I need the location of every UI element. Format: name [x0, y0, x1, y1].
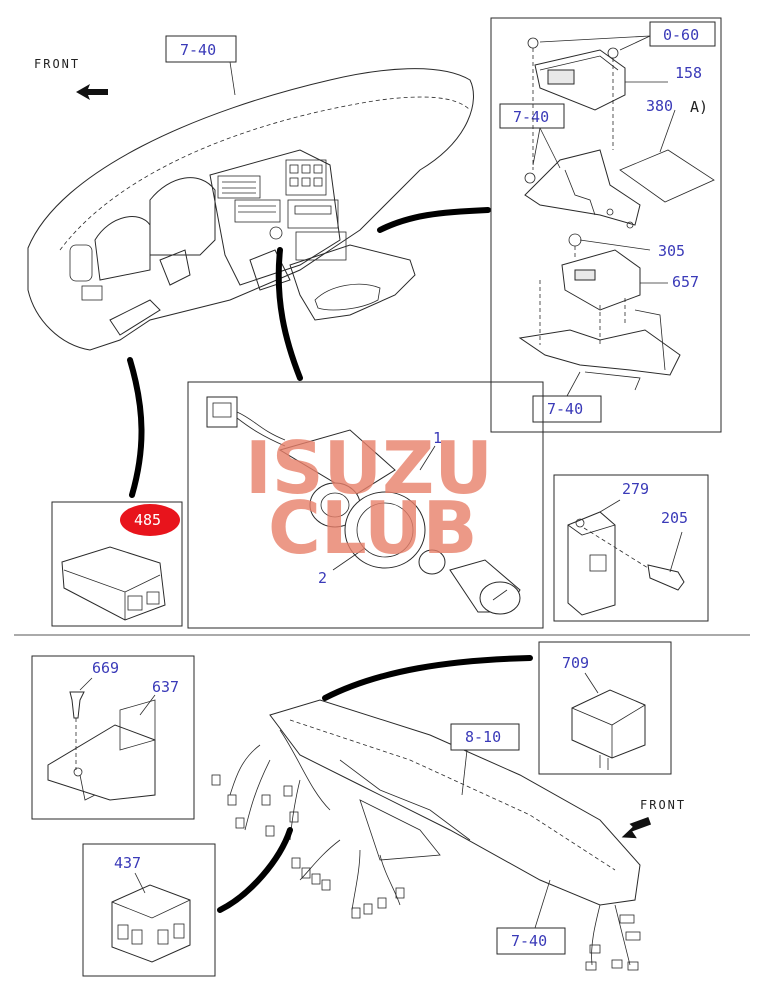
front-label-2: FRONT — [640, 798, 686, 812]
part-380-note: A) — [690, 98, 708, 116]
part-1-label: 1 — [433, 429, 442, 447]
ref-lower-bracket-label: 7-40 — [547, 400, 583, 418]
bracket-637-panel — [31, 655, 195, 820]
part-637-label: 637 — [152, 678, 179, 696]
part-279-label: 279 — [622, 480, 649, 498]
ref-dash-label: 7-40 — [180, 41, 216, 59]
part-2-label: 2 — [318, 569, 327, 587]
part-437-label: 437 — [114, 854, 141, 872]
instrument-panel-drawing — [27, 68, 474, 351]
connector-437-panel — [82, 843, 216, 977]
part-380-label: 380 — [646, 97, 673, 115]
part-205-label: 205 — [661, 509, 688, 527]
part-485-label: 485 — [134, 511, 161, 529]
watermark-line2: CLUB — [268, 486, 478, 570]
lighter-panel — [187, 381, 544, 629]
part-305-label: 305 — [658, 242, 685, 260]
part-657-label: 657 — [672, 273, 699, 291]
watermark-line1: ISUZU — [245, 426, 493, 510]
part-279-panel — [553, 474, 709, 622]
front-arrow-icon — [76, 84, 108, 100]
ref-0-60-label: 0-60 — [663, 26, 699, 44]
ref-harness-b-label: 7-40 — [511, 932, 547, 950]
ref-bracket-label: 7-40 — [513, 108, 549, 126]
front-label: FRONT — [34, 57, 80, 71]
part-485-panel — [51, 501, 183, 627]
relay-709-panel — [538, 641, 672, 775]
part-709-label: 709 — [562, 654, 589, 672]
control-unit-panel — [490, 17, 722, 433]
part-158-label: 158 — [675, 64, 702, 82]
ref-harness-a-label: 8-10 — [465, 728, 501, 746]
highlight-badge — [120, 504, 180, 536]
front-arrow-icon-2 — [621, 817, 652, 839]
wire-harness-drawing — [211, 699, 641, 971]
part-669-label: 669 — [92, 659, 119, 677]
